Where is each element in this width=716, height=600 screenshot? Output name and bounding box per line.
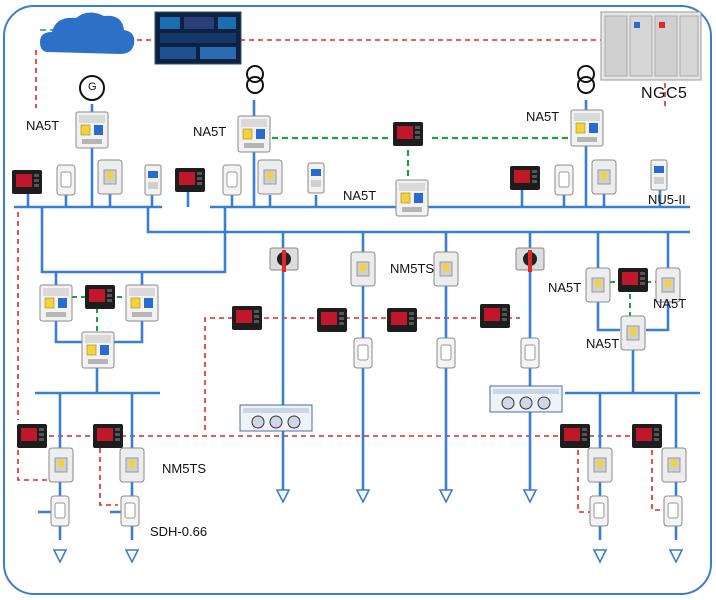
circuit-breaker-icon[interactable] — [97, 159, 123, 195]
power-meter-icon — [618, 268, 648, 292]
circuit-breaker-icon[interactable] — [433, 251, 459, 287]
isolator-switch-icon[interactable] — [515, 247, 545, 273]
circuit-breaker-icon[interactable] — [48, 447, 74, 483]
circuit-breaker-icon[interactable] — [395, 179, 429, 217]
power-meter-icon — [85, 285, 115, 309]
circuit-breaker-icon[interactable] — [237, 115, 271, 153]
current-transformer-icon — [663, 495, 683, 527]
power-meter-icon — [17, 424, 47, 448]
power-meter-icon — [387, 308, 417, 332]
circuit-breaker-icon[interactable] — [570, 109, 604, 147]
current-transformer-icon — [353, 337, 373, 369]
current-transformer-icon — [589, 495, 609, 527]
circuit-breaker-icon[interactable] — [585, 267, 611, 303]
feeder-arrow-icon — [669, 549, 683, 563]
breaker-label: NA5T — [26, 118, 60, 133]
power-meter-icon — [12, 170, 42, 194]
breaker-label: NA5T — [343, 188, 377, 203]
power-meter-icon — [175, 168, 205, 192]
switchgear-cabinet-icon — [600, 11, 702, 81]
monitor-screen-icon — [154, 11, 242, 65]
circuit-breaker-icon[interactable] — [75, 111, 109, 149]
surge-protector-label: NU5-II — [648, 192, 686, 207]
circuit-breaker-icon[interactable] — [125, 284, 159, 322]
cabinet-label: NGC5 — [641, 85, 688, 102]
current-transformer-icon — [554, 164, 574, 196]
surge-protector-icon — [307, 162, 325, 194]
feeder-arrow-icon — [523, 489, 537, 503]
current-transformer-icon — [222, 164, 242, 196]
feeder-arrow-icon — [593, 549, 607, 563]
generator-icon — [79, 75, 105, 101]
circuit-breaker-icon[interactable] — [39, 284, 73, 322]
isolator-switch-icon[interactable] — [269, 247, 299, 273]
feeder-arrow-icon — [356, 489, 370, 503]
generator-label: G — [88, 81, 97, 93]
circuit-breaker-icon[interactable] — [587, 447, 613, 483]
circuit-breaker-icon[interactable] — [620, 315, 646, 351]
power-meter-icon — [480, 304, 510, 328]
switch-label: NM5TS — [390, 261, 435, 276]
breaker-label: NA5T — [586, 336, 620, 351]
circuit-breaker-icon[interactable] — [257, 159, 283, 195]
power-meter-icon — [393, 122, 423, 146]
power-meter-icon — [510, 166, 540, 190]
feeder-arrow-icon — [53, 549, 67, 563]
breaker-label: NA5T — [548, 280, 582, 295]
diagram-frame — [3, 5, 712, 595]
breaker-label: NA5T — [193, 124, 227, 139]
transformer-icon — [246, 65, 264, 94]
power-meter-icon — [317, 308, 347, 332]
power-meter-icon — [93, 424, 123, 448]
breaker-label: NA5T — [526, 109, 560, 124]
power-meter-icon — [560, 424, 590, 448]
cloud-icon — [40, 12, 135, 55]
circuit-breaker-icon[interactable] — [350, 251, 376, 287]
surge-protector-icon — [650, 159, 668, 191]
current-transformer-icon — [436, 337, 456, 369]
transformer-icon — [577, 65, 595, 94]
current-transformer-label: SDH-0.66 — [150, 524, 208, 539]
circuit-breaker-icon[interactable] — [661, 447, 687, 483]
feeder-arrow-icon — [276, 489, 290, 503]
surge-protector-icon — [144, 164, 162, 196]
circuit-breaker-icon[interactable] — [119, 447, 145, 483]
switch-label: NM5TS — [162, 461, 207, 476]
breaker-label: NA5T — [653, 296, 687, 311]
power-meter-icon — [232, 306, 262, 330]
rack-device-icon — [489, 385, 563, 413]
feeder-arrow-icon — [439, 489, 453, 503]
feeder-arrow-icon — [125, 549, 139, 563]
current-transformer-icon — [120, 495, 140, 527]
power-meter-icon — [632, 424, 662, 448]
circuit-breaker-icon[interactable] — [81, 331, 115, 369]
current-transformer-icon — [50, 495, 70, 527]
current-transformer-icon — [520, 337, 540, 369]
current-transformer-icon — [56, 164, 76, 196]
circuit-breaker-icon[interactable] — [591, 159, 617, 195]
rack-device-icon — [239, 404, 313, 432]
